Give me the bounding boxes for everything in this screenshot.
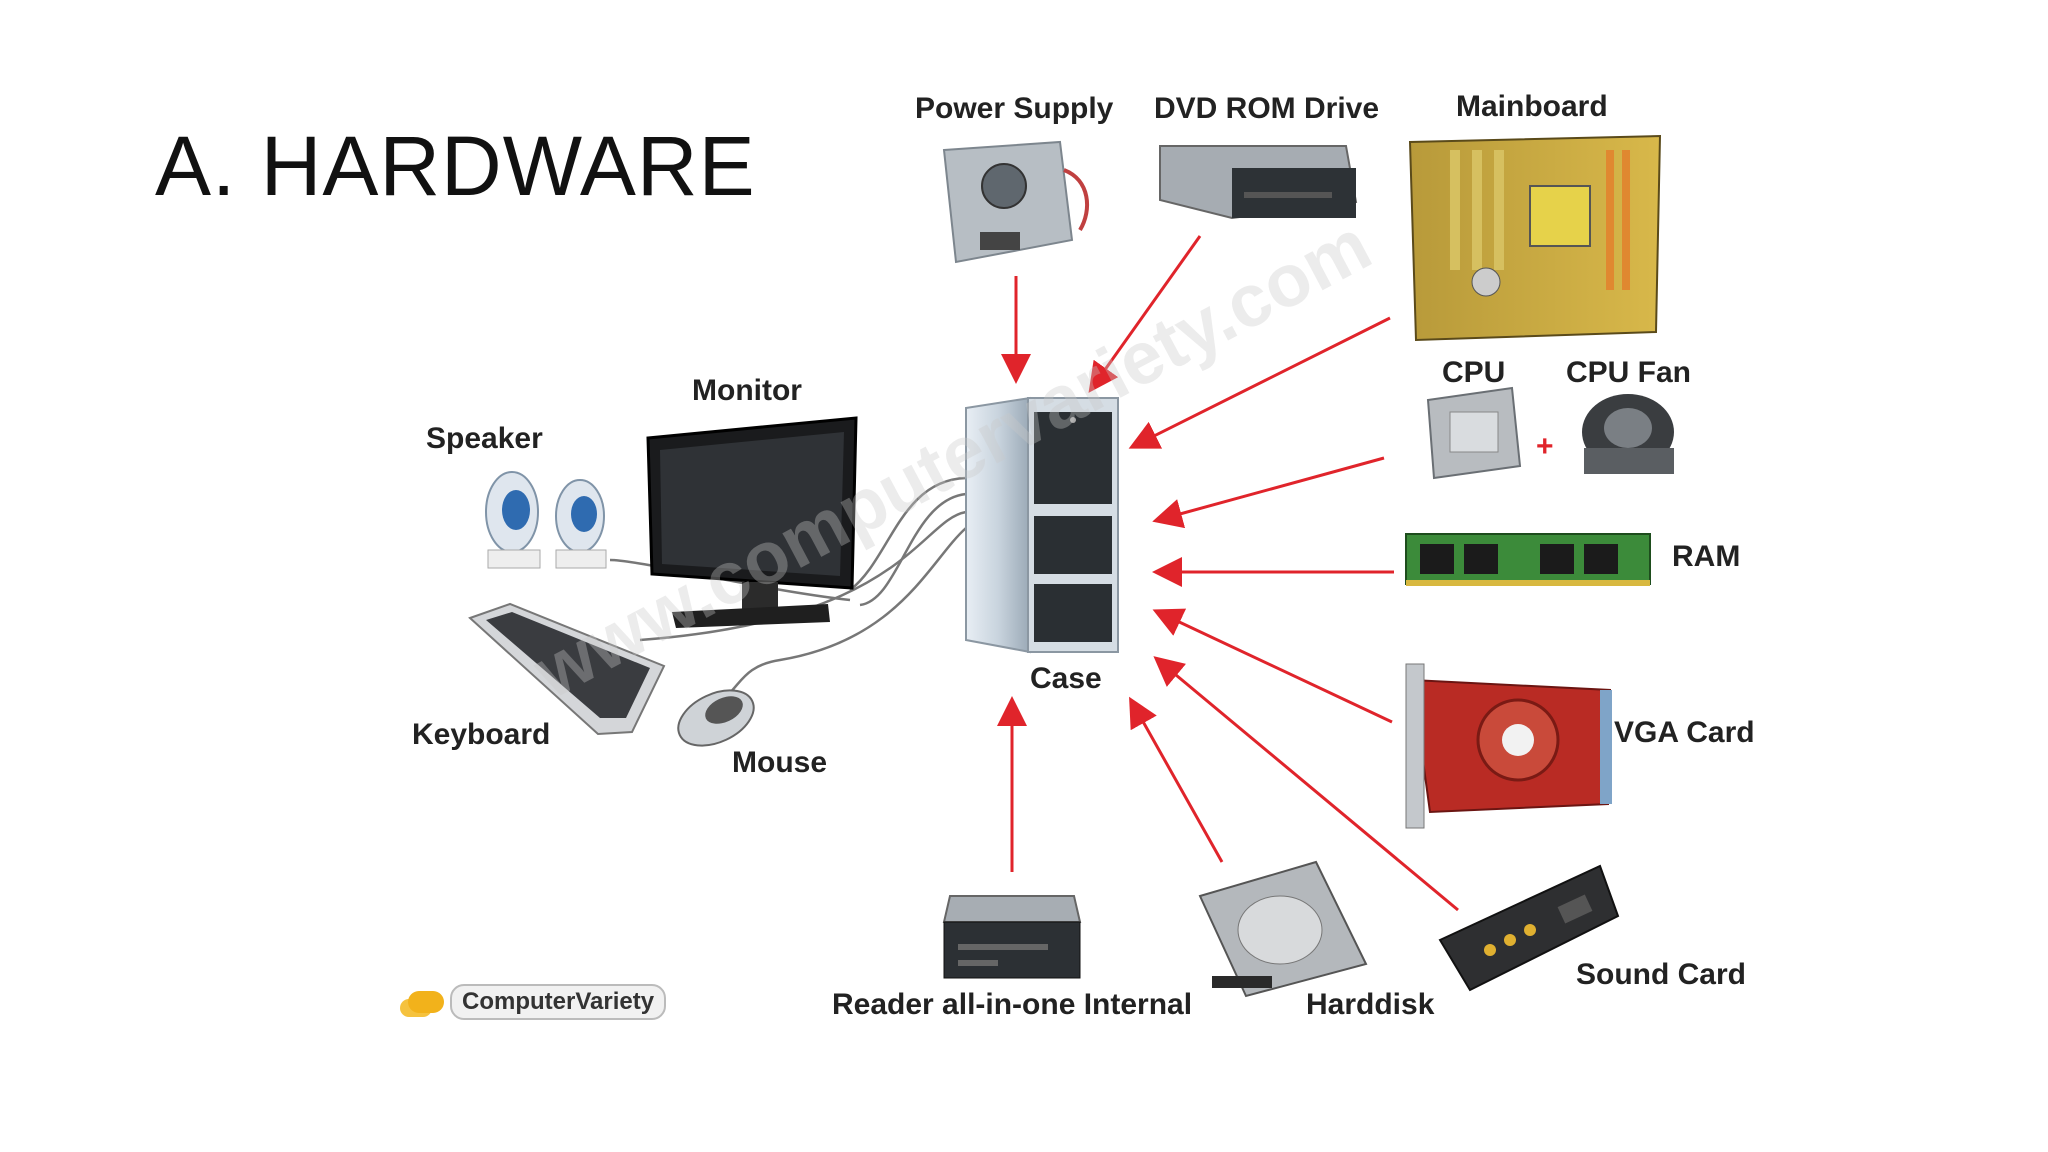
label-sound-card: Sound Card	[1576, 958, 1746, 991]
label-mainboard: Mainboard	[1456, 90, 1608, 123]
power-supply-image	[942, 140, 1090, 264]
label-power-supply: Power Supply	[915, 92, 1114, 125]
label-monitor: Monitor	[692, 374, 802, 407]
label-dvd-rom-drive: DVD ROM Drive	[1154, 92, 1379, 125]
sound-card-image	[1438, 864, 1620, 992]
slide-title: A. HARDWARE	[155, 119, 756, 213]
label-mouse: Mouse	[732, 746, 827, 779]
arrow-vga	[1152, 608, 1393, 724]
arrow-harddisk	[1129, 696, 1224, 863]
arrow-dvd-rom	[1088, 235, 1202, 393]
keyboard-image	[468, 602, 666, 736]
label-harddisk: Harddisk	[1306, 988, 1435, 1021]
card-reader-image	[942, 895, 1082, 979]
case-tower	[965, 396, 1119, 654]
connector-arrows	[997, 235, 1459, 912]
mainboard-image	[1408, 134, 1662, 342]
label-reader: Reader all-in-one Internal	[832, 988, 1192, 1021]
logo-text: ComputerVariety	[450, 984, 667, 1020]
mouse-image	[677, 689, 755, 747]
label-case: Case	[1030, 662, 1102, 695]
label-speaker: Speaker	[426, 422, 543, 455]
label-keyboard: Keyboard	[412, 718, 550, 751]
speakers-image	[485, 471, 607, 569]
arrow-mainboard	[1128, 316, 1391, 449]
label-cpu-fan: CPU Fan	[1566, 356, 1691, 389]
cloud-icon	[408, 991, 444, 1013]
arrow-sound-card	[1153, 656, 1459, 912]
computervariety-logo: ComputerVariety	[408, 984, 667, 1020]
monitor-image	[646, 416, 858, 628]
dvd-rom-drive-image	[1159, 145, 1358, 220]
harddisk-image	[1198, 860, 1368, 998]
label-vga-card: VGA Card	[1614, 716, 1755, 749]
arrow-cpu	[1152, 456, 1385, 529]
vga-card-image	[1405, 663, 1612, 829]
cpu-fan-image	[1582, 394, 1674, 474]
label-plus: +	[1536, 430, 1554, 463]
label-ram: RAM	[1672, 540, 1740, 573]
ram-image	[1405, 533, 1651, 586]
label-cpu: CPU	[1442, 356, 1505, 389]
component-labels: Power Supply DVD ROM Drive Mainboard CPU…	[412, 90, 1755, 1021]
cpu-image	[1426, 386, 1522, 480]
